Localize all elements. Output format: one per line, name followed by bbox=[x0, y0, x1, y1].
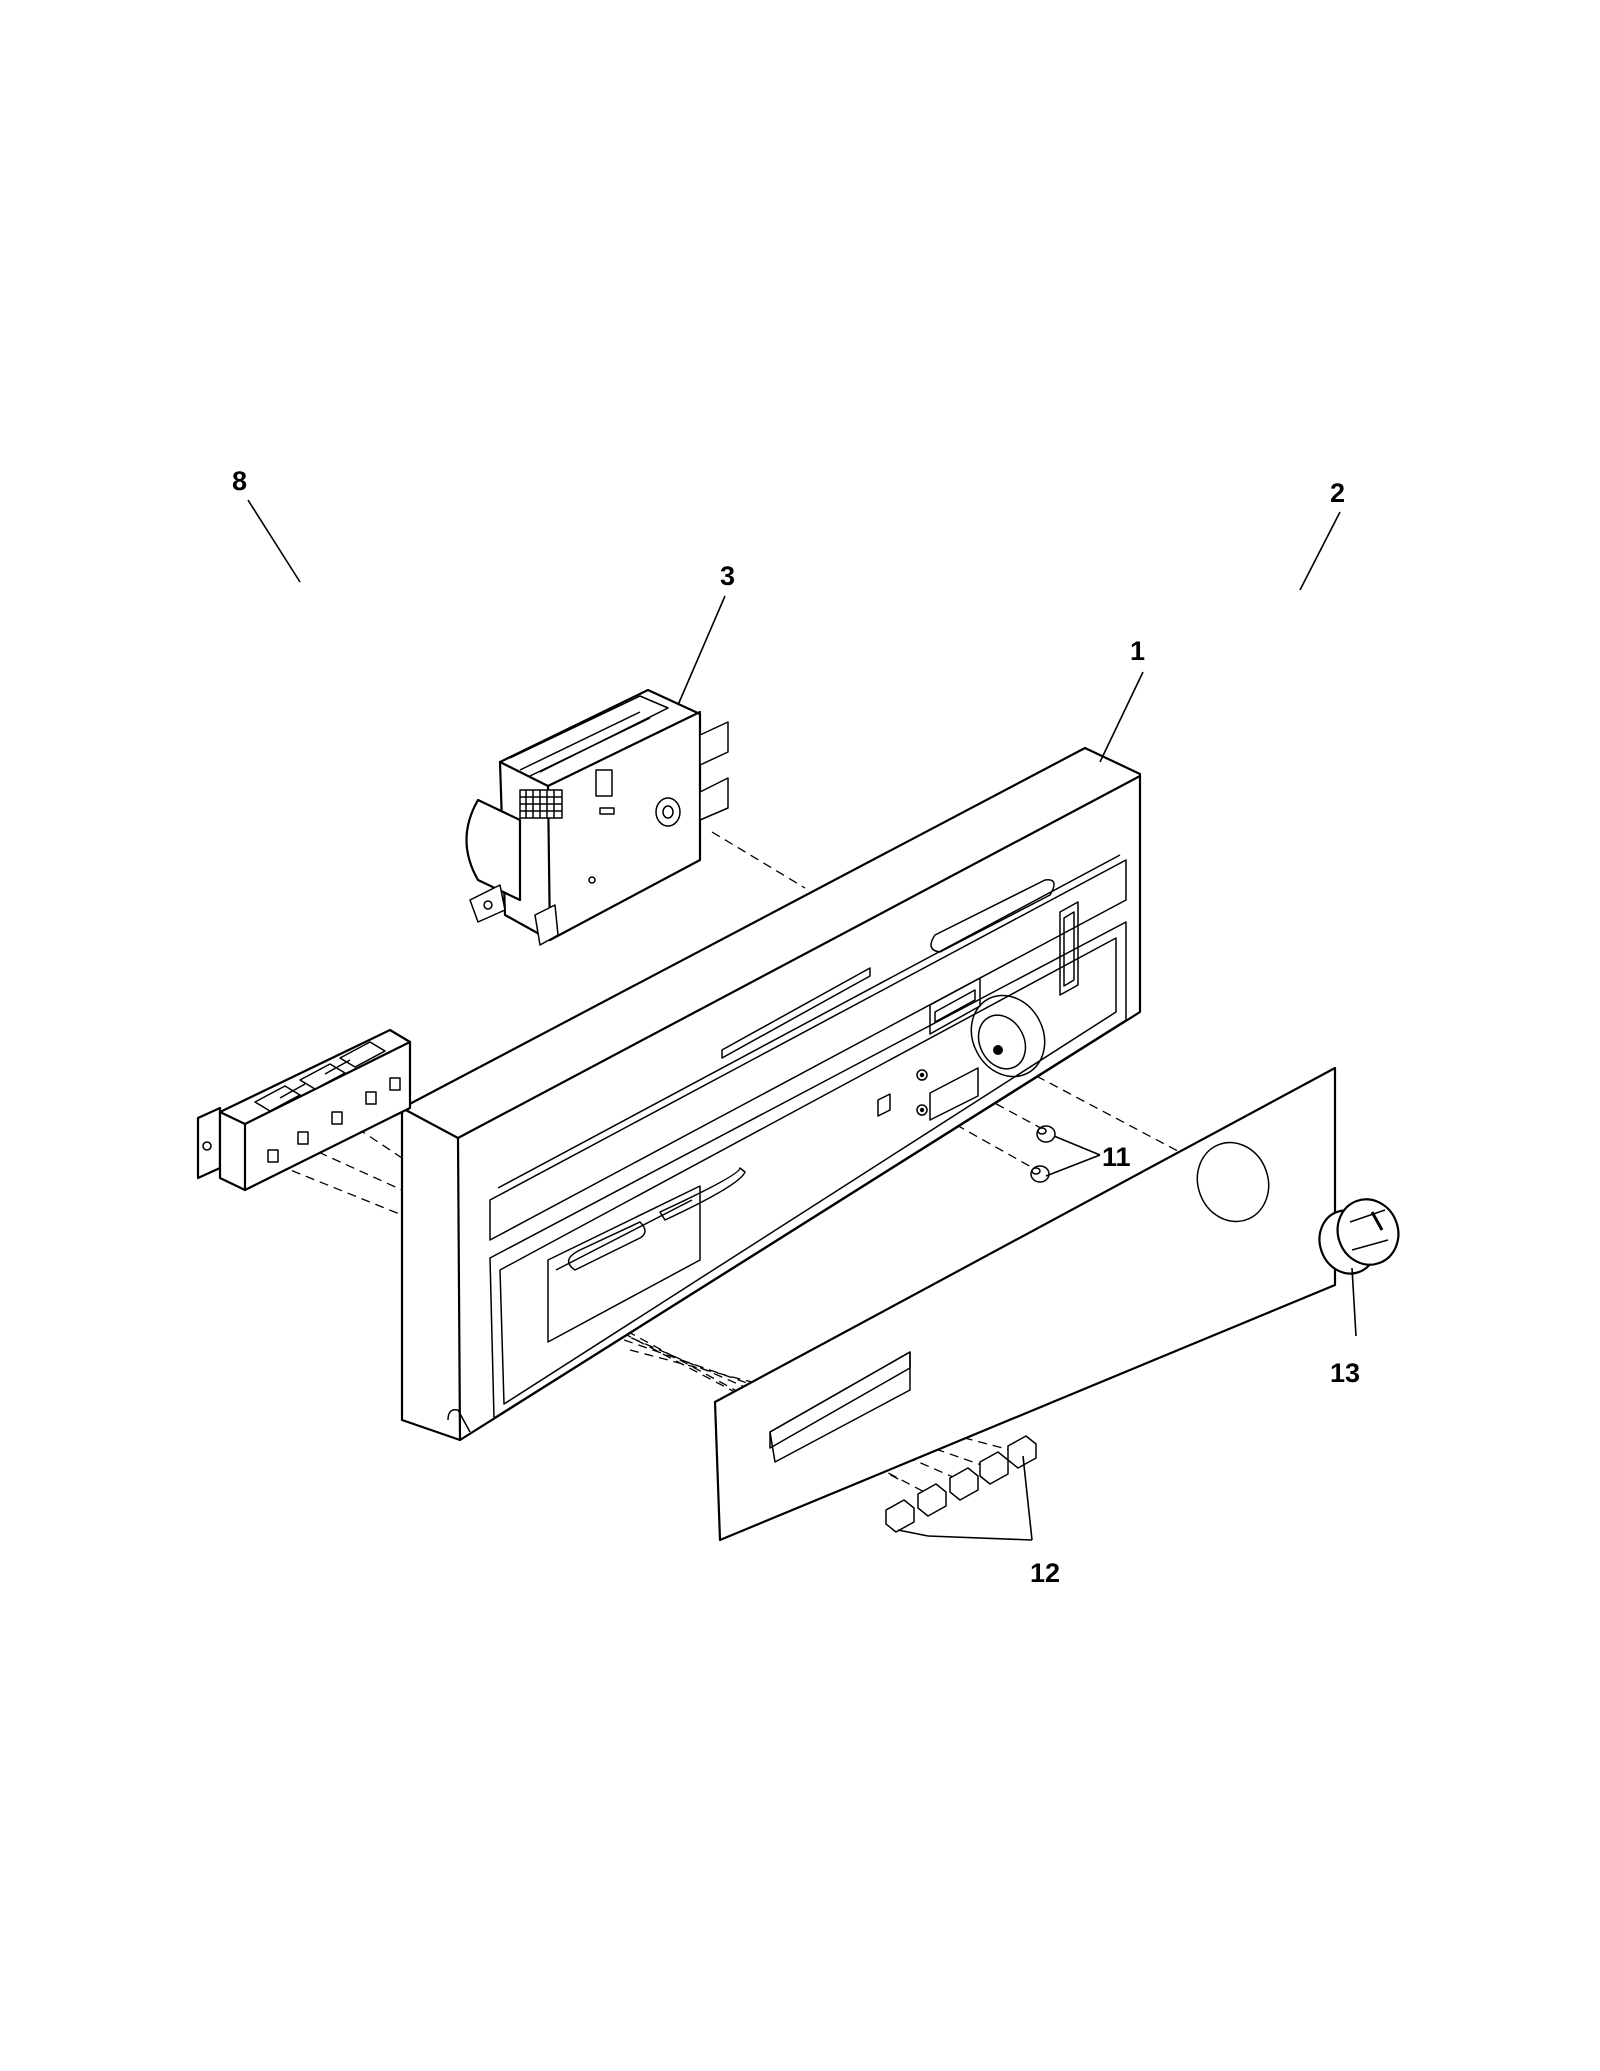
callout-8: 8 bbox=[232, 466, 247, 496]
switch-assembly-part bbox=[196, 1028, 412, 1192]
callout-labels: 1 2 3 8 11 12 13 bbox=[232, 466, 1360, 1588]
leader-lines bbox=[247, 499, 1357, 1541]
callout-3: 3 bbox=[720, 561, 735, 591]
indicator-lens-part bbox=[1030, 1125, 1056, 1183]
timer-part bbox=[465, 688, 729, 946]
callout-2: 2 bbox=[1330, 478, 1345, 508]
callout-1: 1 bbox=[1130, 636, 1145, 666]
callout-11: 11 bbox=[1102, 1142, 1131, 1172]
overlay-panel-part bbox=[713, 1066, 1337, 1542]
console-panel-part bbox=[400, 746, 1142, 1442]
pushbutton-set-part bbox=[885, 1435, 1037, 1533]
callout-13: 13 bbox=[1330, 1358, 1360, 1388]
callout-12: 12 bbox=[1030, 1558, 1060, 1588]
control-knob-part bbox=[1318, 1198, 1400, 1275]
